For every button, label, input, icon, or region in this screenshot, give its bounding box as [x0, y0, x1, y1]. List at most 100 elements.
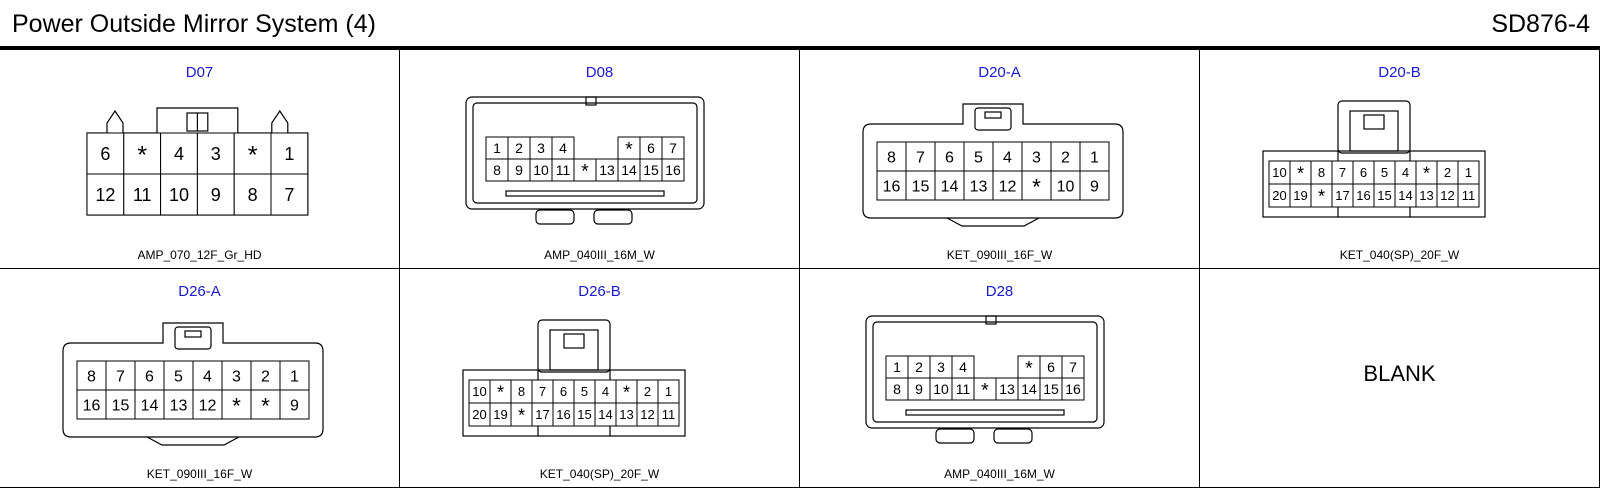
- pin-number: 14: [621, 162, 637, 178]
- pin-number: 2: [915, 359, 923, 375]
- pin-number: 16: [883, 178, 901, 195]
- pin-cell: [134, 360, 165, 391]
- connector-id: D28: [985, 283, 1014, 300]
- pin-number: 4: [959, 359, 967, 375]
- pin-number: 11: [956, 381, 971, 397]
- pin-number: 13: [599, 162, 615, 178]
- pin-number: 9: [915, 381, 923, 397]
- pin-number: 1: [290, 368, 299, 385]
- pin-number: 3: [537, 140, 545, 156]
- pin-number: 14: [1398, 188, 1412, 203]
- pin-number: 7: [1069, 359, 1077, 375]
- pin-number: 4: [559, 140, 567, 156]
- pin-number: 2: [1444, 165, 1451, 180]
- page-title: Power Outside Mirror System (4): [12, 10, 376, 38]
- page-code: SD876-4: [1491, 10, 1590, 38]
- pin-number: 8: [493, 162, 501, 178]
- pin-number: 20: [1272, 188, 1286, 203]
- unused-pin-marker: *: [1025, 358, 1033, 380]
- latch-inner: [1349, 110, 1399, 152]
- connector-id: D20-A: [978, 64, 1021, 81]
- connector-rail: [905, 409, 1065, 416]
- pin-number: 8: [887, 149, 896, 166]
- pin-cell: [163, 360, 194, 391]
- unused-pin-marker: *: [581, 161, 589, 183]
- pin-number: 10: [933, 381, 949, 397]
- blank-label: BLANK: [1363, 361, 1436, 386]
- connector-part-number: AMP_040III_16M_W: [944, 467, 1055, 481]
- pin-number: 10: [169, 185, 189, 205]
- pin-cell: [1050, 170, 1081, 201]
- connector-foot: [935, 428, 975, 444]
- unused-pin-marker: *: [623, 383, 630, 403]
- pin-cell: [876, 170, 907, 201]
- pin-cell: [905, 141, 936, 172]
- pin-number: 15: [1043, 381, 1059, 397]
- pin-number: 13: [999, 381, 1015, 397]
- pin-cell: [86, 132, 125, 175]
- pin-number: 6: [145, 368, 154, 385]
- pin-number: 15: [577, 407, 591, 422]
- connector-inner-wall: [872, 321, 1098, 423]
- pin-cell: [270, 173, 309, 216]
- pin-cell: [221, 389, 252, 420]
- connector-part-number: KET_090III_16F_W: [146, 467, 253, 481]
- pin-number: 6: [1360, 165, 1367, 180]
- pin-cell: [934, 141, 965, 172]
- connector-housing: [465, 96, 705, 210]
- connector-skirt: [146, 436, 240, 446]
- pin-cell: [992, 170, 1023, 201]
- pin-cell: [1021, 170, 1052, 201]
- unused-pin-marker: *: [981, 380, 989, 402]
- pin-cell: [250, 360, 281, 391]
- pin-number: 12: [1440, 188, 1454, 203]
- latch-window: [984, 111, 1002, 119]
- connector-foot: [593, 209, 633, 225]
- pin-number: 2: [515, 140, 523, 156]
- pin-cell: [105, 389, 136, 420]
- pin-number: 5: [974, 149, 983, 166]
- pin-number: 7: [669, 140, 677, 156]
- pin-number: 12: [640, 407, 654, 422]
- pin-cell: [105, 360, 136, 391]
- connector-inner-wall: [472, 102, 698, 204]
- connector-foot: [535, 209, 575, 225]
- pin-cell: [163, 389, 194, 420]
- pin-number: 1: [665, 384, 672, 399]
- unused-pin-marker: *: [625, 139, 633, 161]
- pin-number: 3: [937, 359, 945, 375]
- pin-cell: [934, 170, 965, 201]
- pin-number: 19: [1293, 188, 1307, 203]
- pin-number: 14: [141, 397, 159, 414]
- pin-number: 3: [1032, 149, 1041, 166]
- connector-key: [985, 315, 997, 325]
- pin-number: 9: [515, 162, 523, 178]
- page-header: Power Outside Mirror System (4) SD876-4: [0, 0, 1600, 50]
- pin-number: 12: [199, 397, 217, 414]
- pin-cell: [1079, 141, 1110, 172]
- latch-window: [1363, 114, 1385, 130]
- connector-rail: [505, 190, 665, 197]
- pin-number: 17: [535, 407, 549, 422]
- pin-number: 2: [1061, 149, 1070, 166]
- latch-window: [184, 330, 202, 338]
- connector-part-number: KET_040(SP)_20F_W: [1339, 248, 1460, 262]
- pin-number: 12: [999, 178, 1017, 195]
- pin-number: 3: [211, 144, 221, 164]
- pin-number: 9: [211, 185, 221, 205]
- pin-number: 16: [1065, 381, 1081, 397]
- pin-number: 13: [170, 397, 188, 414]
- pin-number: 6: [647, 140, 655, 156]
- pin-cell: [992, 141, 1023, 172]
- unused-pin-marker: *: [518, 406, 525, 426]
- unused-pin-marker: *: [248, 141, 258, 169]
- pin-cell: [270, 132, 309, 175]
- blank-cell: BLANK: [1200, 269, 1600, 488]
